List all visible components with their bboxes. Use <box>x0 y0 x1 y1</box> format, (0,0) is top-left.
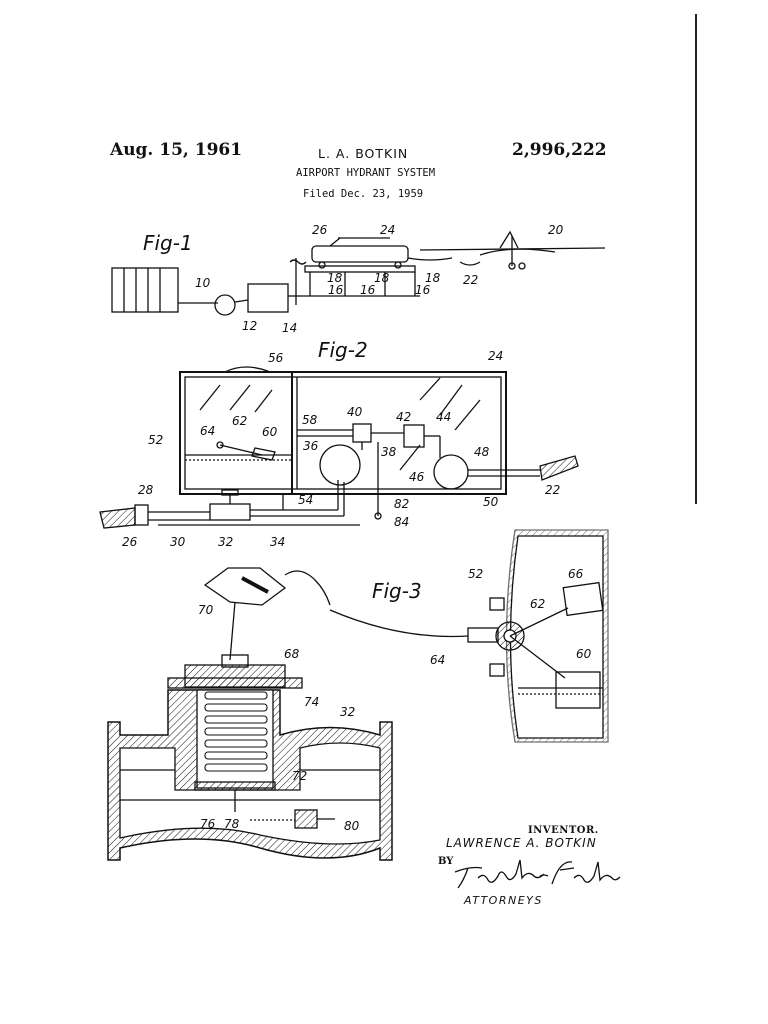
label-60: 60 <box>262 425 278 439</box>
filter-unit <box>247 283 289 313</box>
label-70: 70 <box>198 603 214 617</box>
label-44: 44 <box>436 410 451 424</box>
label-16c: 16 <box>415 283 431 297</box>
label-36: 36 <box>303 439 319 453</box>
label-64-fig3: 64 <box>430 653 445 667</box>
label-26-fig2: 26 <box>122 535 138 549</box>
flow-meter <box>352 423 372 443</box>
patent-number: 2,996,222 <box>512 140 607 160</box>
hydrant-cart <box>311 245 409 263</box>
filter-separator <box>403 424 425 448</box>
label-68: 68 <box>284 647 300 661</box>
label-78: 78 <box>224 817 240 831</box>
label-16: 16 <box>328 283 344 297</box>
label-22: 22 <box>463 273 478 287</box>
attorneys-label: ATTORNEYS <box>464 894 543 907</box>
by-label: BY <box>438 856 454 867</box>
label-48: 48 <box>474 445 490 459</box>
label-24: 24 <box>380 223 395 237</box>
label-62-fig3: 62 <box>530 597 545 611</box>
label-18c: 18 <box>425 271 441 285</box>
label-74: 74 <box>304 695 319 709</box>
label-26: 26 <box>312 223 328 237</box>
figure-2: Fig-2 <box>99 338 579 549</box>
cart-housing <box>179 371 507 495</box>
valve-handle <box>203 567 287 606</box>
label-62: 62 <box>232 414 247 428</box>
label-52: 52 <box>148 433 163 447</box>
fig1-label: Fig-1 <box>143 231 193 255</box>
label-56: 56 <box>268 351 284 365</box>
label-64: 64 <box>200 424 215 438</box>
label-72: 72 <box>292 769 307 783</box>
label-34: 34 <box>270 535 285 549</box>
label-22-fig2: 22 <box>545 483 560 497</box>
patent-date: Aug. 15, 1961 <box>110 140 243 160</box>
inventor-label: INVENTOR. <box>528 825 599 836</box>
label-76: 76 <box>200 817 216 831</box>
counterweight <box>562 581 604 617</box>
filed-date: Filed Dec. 23, 1959 <box>303 188 424 200</box>
label-38: 38 <box>381 445 397 459</box>
label-82: 82 <box>394 497 409 511</box>
sheet-edge-line <box>695 14 697 504</box>
label-18: 18 <box>327 271 343 285</box>
label-80: 80 <box>344 819 360 833</box>
patent-title: AIRPORT HYDRANT SYSTEM <box>296 167 436 179</box>
booster-pump <box>433 454 469 490</box>
label-16b: 16 <box>360 283 376 297</box>
float <box>555 671 601 709</box>
label-14: 14 <box>282 321 297 335</box>
label-10: 10 <box>195 276 211 290</box>
label-12: 12 <box>242 319 257 333</box>
label-46: 46 <box>409 470 425 484</box>
figure-1: Fig-1 <box>111 223 606 335</box>
inventor-full-name: LAWRENCE A. BOTKIN <box>446 836 597 850</box>
fig2-label: Fig-2 <box>318 338 368 362</box>
label-66: 66 <box>568 567 584 581</box>
storage-tank <box>111 267 179 313</box>
label-84: 84 <box>394 515 409 529</box>
label-40: 40 <box>347 405 363 419</box>
label-52-fig3: 52 <box>468 567 483 581</box>
control-valve <box>319 444 361 486</box>
attorney-signature <box>454 859 621 889</box>
label-32: 32 <box>218 535 233 549</box>
hydrant-pits <box>304 265 416 273</box>
figure-3: Fig-3 <box>107 529 609 861</box>
inventor-short-name: L. A. BOTKIN <box>318 146 409 161</box>
label-28: 28 <box>138 483 154 497</box>
label-50: 50 <box>483 495 499 509</box>
label-58: 58 <box>302 413 318 427</box>
label-42: 42 <box>396 410 411 424</box>
label-54: 54 <box>298 493 313 507</box>
label-60-fig3: 60 <box>576 647 592 661</box>
label-24-fig2: 24 <box>488 349 503 363</box>
pump <box>214 294 236 316</box>
label-32-fig3: 32 <box>340 705 355 719</box>
label-20: 20 <box>548 223 564 237</box>
label-18b: 18 <box>374 271 390 285</box>
fig3-label: Fig-3 <box>372 579 422 603</box>
label-30: 30 <box>170 535 186 549</box>
control-cable <box>329 609 469 638</box>
inlet-valve <box>209 503 251 521</box>
